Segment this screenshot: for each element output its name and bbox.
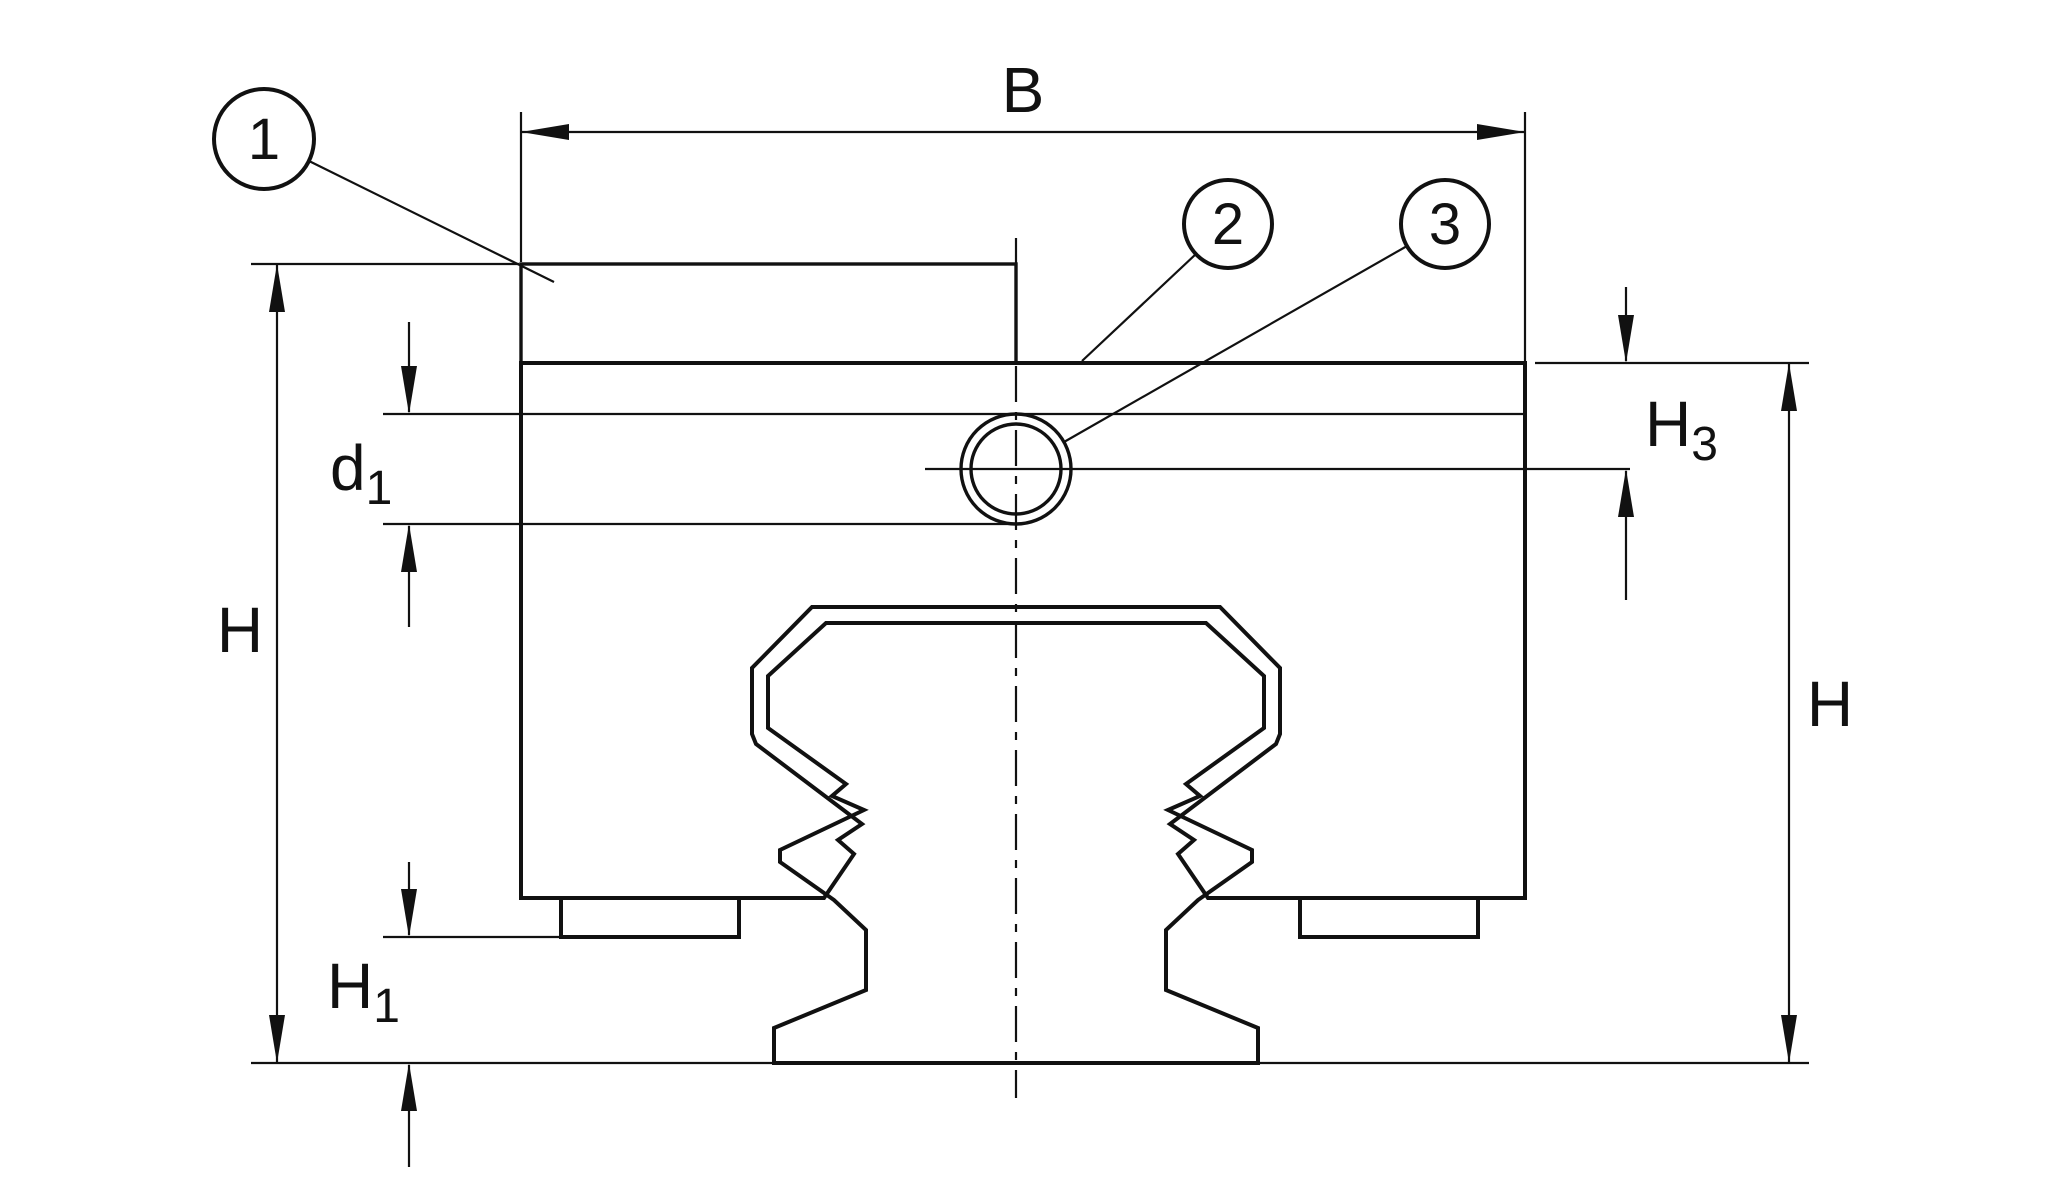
arrowhead-h1-top [401,889,417,937]
dim-label-h1-sub: 1 [373,980,400,1033]
dim-label-h-right: H [1807,668,1853,740]
arrowhead-h1-bottom [401,1063,417,1111]
balloon-3-circle [1399,178,1491,270]
arrowhead-b-left [521,124,569,140]
foot-pad-left [559,896,741,939]
carriage-block-outline [519,361,1527,900]
dimension-h-right: H [1535,361,1853,1063]
balloon-3-number: 3 [1429,192,1461,257]
dim-label-b: B [1002,54,1045,126]
balloon-2-number: 2 [1212,192,1244,257]
hole-inner-circle [969,422,1063,516]
leader-line-3 [1063,245,1408,443]
dim-label-h3-sub: 3 [1691,418,1718,471]
arrowhead-h-right-bottom [1781,1015,1797,1063]
dim-label-h1: H1 [327,950,400,1033]
dimension-h1: H1 [327,862,563,1167]
leader-line-2 [1081,253,1197,362]
arrowhead-b-right [1477,124,1525,140]
arrowhead-h3-top [1618,315,1634,363]
arrowhead-h3-bottom [1618,469,1634,517]
dim-label-d1: d1 [330,432,392,515]
arrowhead-h-left-bottom [269,1015,285,1063]
leader-line-1 [306,159,555,283]
rail-profile [766,621,1266,1065]
hole-outer-circle [959,412,1073,526]
foot-pad-right [1298,896,1480,939]
feature-lines [251,238,1809,1098]
balloon-1-number: 1 [248,107,280,172]
dim-label-d1-base: d [330,432,366,504]
shim-plate [519,262,1018,365]
arrowhead-d1-bottom [401,524,417,572]
dimension-d1: d1 [330,322,417,627]
dimension-b: B [519,54,1527,361]
arrowhead-h-right-top [1781,363,1797,411]
dim-label-h1-base: H [327,950,373,1022]
balloon-1-circle [212,87,316,191]
lubrication-hole [959,412,1073,526]
balloon-2-circle [1182,178,1274,270]
dimension-h3: H3 [1618,287,1718,600]
dimension-h-left: H [217,262,519,1063]
callout-balloon-1: 1 [212,87,555,283]
callout-balloon-2: 2 [1081,178,1274,362]
callout-balloon-3: 3 [1063,178,1491,443]
dim-label-h3-base: H [1645,388,1691,460]
arrowhead-h-left-top [269,264,285,312]
dim-label-d1-sub: 1 [366,462,393,515]
dim-label-h-left: H [217,594,263,666]
dim-label-h3: H3 [1645,388,1718,471]
arrowhead-d1-top [401,366,417,414]
